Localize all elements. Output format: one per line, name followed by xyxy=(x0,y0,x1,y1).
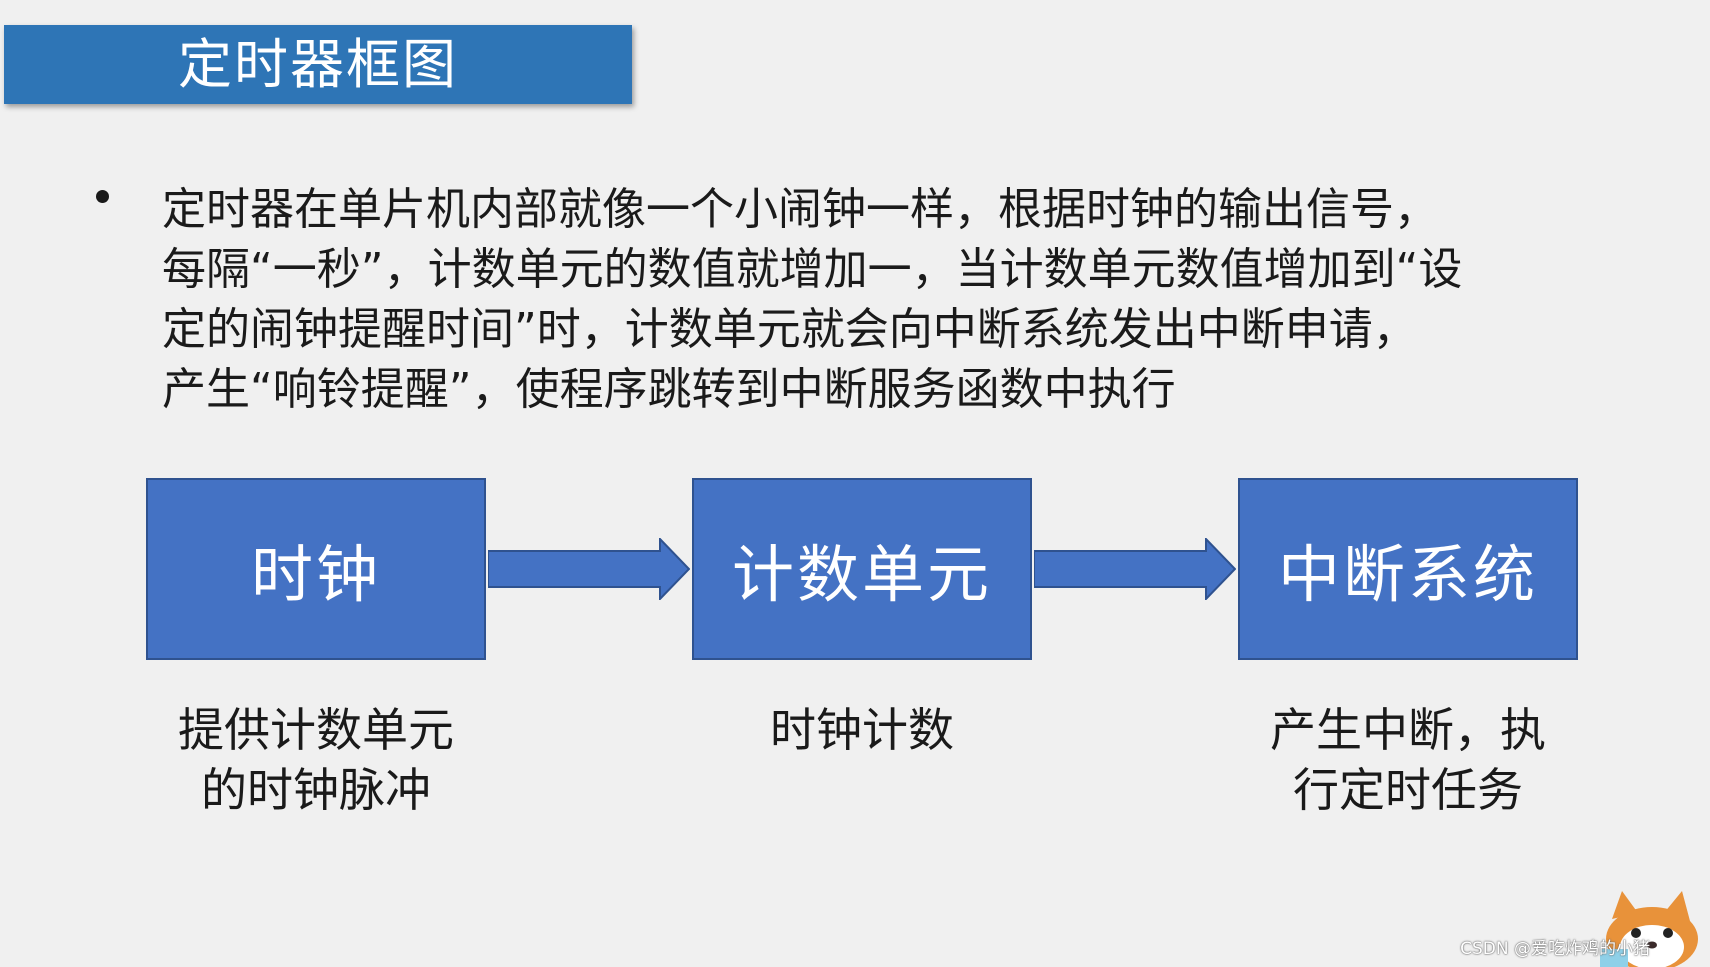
bullet-paragraph: 定时器在单片机内部就像一个小闹钟一样，根据时钟的输出信号， 每隔“一秒”，计数单… xyxy=(162,180,1642,420)
node-clock: 时钟 xyxy=(146,478,486,660)
arrow-right-icon xyxy=(488,538,690,600)
node-counter: 计数单元 xyxy=(692,478,1032,660)
description-line: 时钟计数 xyxy=(770,703,954,757)
node-label: 时钟 xyxy=(250,538,381,611)
title-bar: 定时器框图 xyxy=(4,25,632,104)
slide-title: 定时器框图 xyxy=(178,33,458,96)
mascot-icon xyxy=(1600,891,1698,967)
description-line: 的时钟脉冲 xyxy=(201,763,431,817)
bullet-line: 定的闹钟提醒时间”时，计数单元就会向中断系统发出中断申请， xyxy=(162,304,1417,355)
description-line: 行定时任务 xyxy=(1293,763,1523,817)
node-interrupt: 中断系统 xyxy=(1238,478,1578,660)
node-description: 提供计数单元 的时钟脉冲 xyxy=(146,700,486,820)
node-label: 计数单元 xyxy=(731,538,992,611)
node-description: 产生中断，执 行定时任务 xyxy=(1238,700,1578,820)
bullet-line: 产生“响铃提醒”，使程序跳转到中断服务函数中执行 xyxy=(162,364,1176,415)
bullet-icon xyxy=(96,190,109,203)
bullet-line: 定时器在单片机内部就像一个小闹钟一样，根据时钟的输出信号， xyxy=(162,184,1438,235)
node-description: 时钟计数 xyxy=(692,700,1032,760)
arrow-right-icon xyxy=(1034,538,1236,600)
bullet-line: 每隔“一秒”，计数单元的数值就增加一，当计数单元数值增加到“设 xyxy=(162,244,1463,295)
node-label: 中断系统 xyxy=(1277,538,1538,611)
watermark: CSDN @爱吃炸鸡的小猪 xyxy=(1460,939,1650,959)
description-line: 提供计数单元 xyxy=(178,703,454,757)
description-line: 产生中断，执 xyxy=(1270,703,1546,757)
